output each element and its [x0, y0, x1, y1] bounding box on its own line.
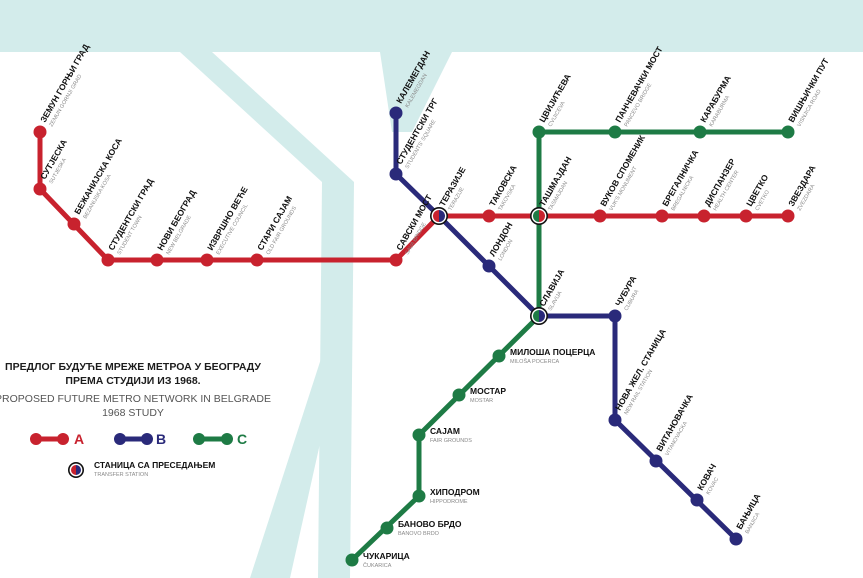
station-name: БЕЖАНИЈСКА КОСА: [72, 136, 124, 216]
station-subtitle: HIPPODROME: [430, 499, 468, 505]
station-mostar[interactable]: МОСТАР MOSTAR: [452, 386, 507, 404]
legend: A B C СТАНИЦА СА ПРЕСЕДАЊЕМ TRANSFER STA…: [30, 431, 247, 478]
station-name: ЗЕМУН ГОРЊИ ГРАД: [38, 42, 91, 124]
sava-river-upper: [180, 52, 354, 182]
title-cyrillic-line-2: ПРЕМА СТУДИЈИ ИЗ 1968.: [65, 375, 200, 387]
legend-line-b: B: [114, 431, 166, 447]
station-name: ПАНЧЕВАЧКИ МОСТ: [613, 44, 665, 124]
station-name: МОСТАР: [470, 386, 506, 396]
station-subtitle: MOSTAR: [470, 398, 493, 404]
station-hipodrom[interactable]: ХИПОДРОМ HIPPODROME: [412, 487, 480, 505]
line-c-path: [349, 129, 791, 563]
station-name: САЈАМ: [430, 426, 460, 436]
sava-bend: [250, 300, 352, 578]
legend-line-b-label: B: [156, 431, 166, 447]
station-subtitle: FAIR GROUNDS: [430, 438, 472, 444]
legend-line-c: C: [193, 431, 247, 447]
station-subtitle: MILOŠA POCERCA: [510, 358, 560, 365]
danube-river: [0, 0, 863, 52]
legend-transfer: СТАНИЦА СА ПРЕСЕДАЊЕМ TRANSFER STATION: [68, 460, 215, 478]
sava-river: [318, 182, 354, 578]
station-name: ВУКОВ СПОМЕНИК: [598, 133, 647, 208]
station-subtitle: ČUKARICA: [363, 562, 392, 569]
station-subtitle: BANOVO BRDO: [398, 531, 440, 537]
map-title: ПРЕДЛОГ БУДУЋЕ МРЕЖЕ МЕТРОА У БЕОГРАДУ П…: [0, 361, 271, 419]
legend-transfer-sub: TRANSFER STATION: [94, 472, 148, 478]
station-name: БАНОВО БРДО: [398, 519, 462, 529]
station-banovo-brdo[interactable]: БАНОВО БРДО BANOVO BRDO: [380, 519, 462, 537]
title-latin-line-1: PROPOSED FUTURE METRO NETWORK IN BELGRAD…: [0, 393, 271, 405]
title-cyrillic-line-1: ПРЕДЛОГ БУДУЋЕ МРЕЖЕ МЕТРОА У БЕОГРАДУ: [5, 361, 261, 373]
title-latin-line-2: 1968 STUDY: [102, 407, 164, 419]
legend-line-c-label: C: [237, 431, 247, 447]
station-sajam[interactable]: САЈАМ FAIR GROUNDS: [412, 426, 473, 444]
station-name: МИЛОША ПОЦЕРЦА: [510, 347, 595, 357]
station-name: НОВА ЖЕЛ. СТАНИЦА: [613, 327, 668, 412]
legend-line-a-label: A: [74, 431, 84, 447]
legend-line-a: A: [30, 431, 84, 447]
legend-transfer-name: СТАНИЦА СА ПРЕСЕДАЊЕМ: [94, 460, 215, 470]
station-name: ХИПОДРОМ: [430, 487, 480, 497]
station-name: ЧУКАРИЦА: [363, 551, 410, 561]
station-name: СТУДЕНТСКИ ГРАД: [106, 177, 155, 252]
